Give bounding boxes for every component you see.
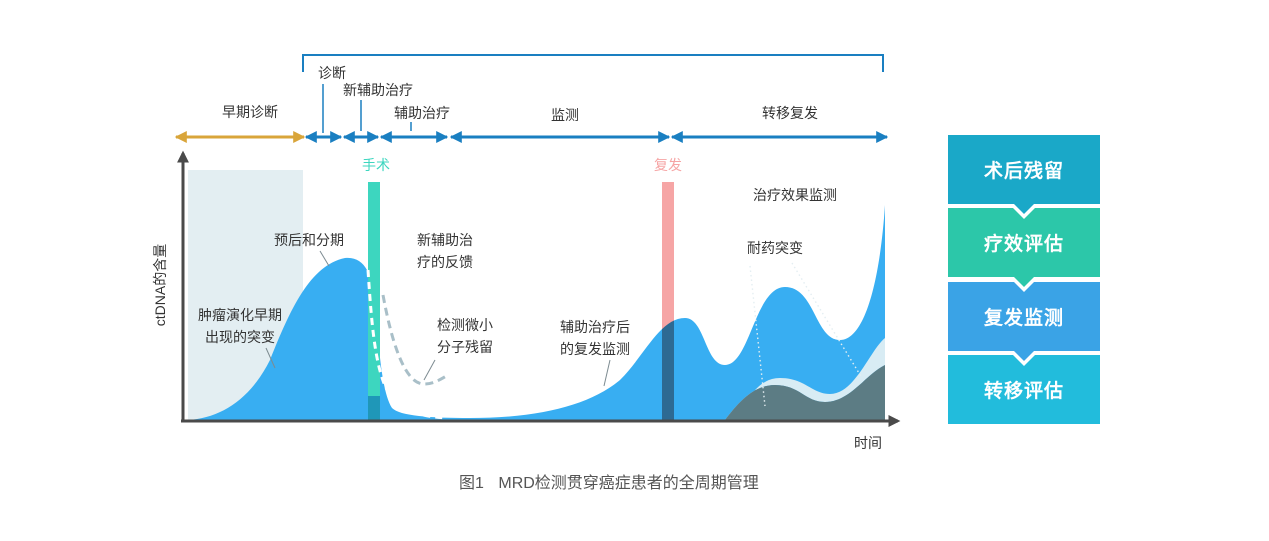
phase-label-diagnosis: 诊断 xyxy=(318,65,346,81)
resistance-leader-line-left xyxy=(749,265,766,407)
phase-label-monitoring: 监测 xyxy=(551,107,579,123)
annotation-mrd-line2: 分子残留 xyxy=(437,339,493,355)
annotation-post-adjuvant-line1: 辅助治疗后 xyxy=(560,319,630,335)
annotation-mrd-line1: 检测微小 xyxy=(437,317,493,333)
y-axis-title: ctDNA的含量 xyxy=(152,244,168,326)
stage-label: 复发监测 xyxy=(983,308,1064,329)
stage-label: 术后残留 xyxy=(983,161,1064,182)
x-axis-title: 时间 xyxy=(854,435,882,451)
figure-number: 图1 xyxy=(459,475,484,492)
mrd-application-stages: 术后残留 疗效评估 复发监测 转移评估 xyxy=(948,135,1100,425)
annotation-early-mutation-line2: 出现的突变 xyxy=(205,329,275,345)
mrd-leader-line xyxy=(423,359,436,381)
stage-label: 疗效评估 xyxy=(983,234,1064,255)
stage-label: 转移评估 xyxy=(983,381,1064,402)
annotation-resistance-mutation: 耐药突变 xyxy=(747,240,803,256)
post-surgery-dashed-curve xyxy=(366,269,448,420)
early-mutation-leader-line xyxy=(265,347,276,369)
annotation-neoadjuvant-feedback-line2: 疗的反馈 xyxy=(417,254,473,270)
annotation-prognosis: 预后和分期 xyxy=(274,232,344,248)
annotation-post-adjuvant-line2: 的复发监测 xyxy=(560,341,630,357)
annotation-treatment-monitoring: 治疗效果监测 xyxy=(753,187,837,203)
surgery-marker-bar xyxy=(368,182,380,421)
figure-caption-text: MRD检测贯穿癌症患者的全周期管理 xyxy=(498,474,758,492)
surgery-label: 手术 xyxy=(362,157,390,173)
stage-relapse-monitoring: 复发监测 xyxy=(948,282,1100,366)
stage-metastasis-assessment: 转移评估 xyxy=(948,355,1100,424)
treatment-span-bracket xyxy=(302,54,884,72)
annotation-neoadjuvant-feedback-line1: 新辅助治 xyxy=(417,232,473,248)
relapse-label: 复发 xyxy=(654,157,682,173)
phase-label-metastasis-relapse: 转移复发 xyxy=(762,105,818,121)
phase-label-neoadjuvant: 新辅助治疗 xyxy=(343,82,413,98)
annotation-early-mutation-line1: 肿瘤演化早期 xyxy=(198,307,282,323)
prognosis-leader-line xyxy=(319,250,330,267)
surgery-marker-overlap xyxy=(368,396,380,421)
stage-postoperative-residual: 术后残留 xyxy=(948,135,1100,219)
mrd-dashed-curve xyxy=(381,294,449,386)
stage-efficacy-assessment: 疗效评估 xyxy=(948,208,1100,292)
figure-caption: 图1 MRD检测贯穿癌症患者的全周期管理 xyxy=(459,474,759,492)
resistance-mutation-area xyxy=(725,365,885,420)
ctdna-level-area xyxy=(188,205,885,420)
phase-label-early-diagnosis: 早期诊断 xyxy=(222,104,278,120)
post-adjuvant-leader-line xyxy=(603,359,611,387)
phase-label-adjuvant: 辅助治疗 xyxy=(394,105,450,121)
